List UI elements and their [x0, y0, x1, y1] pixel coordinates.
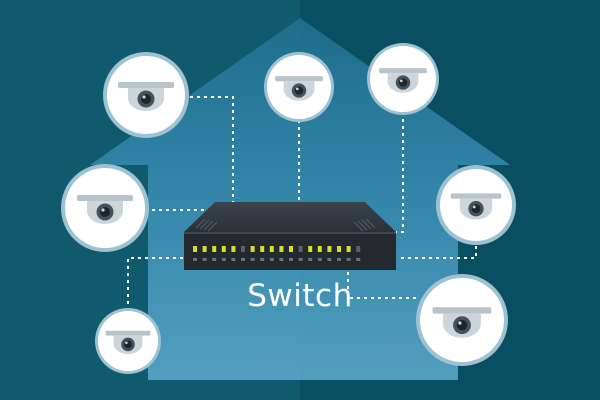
- port-led: [279, 246, 284, 252]
- port-led: [308, 246, 313, 252]
- camera-4: [61, 164, 149, 252]
- connection-camera-7: [347, 272, 418, 299]
- port-led: [231, 246, 236, 252]
- port-socket: [193, 258, 197, 261]
- port-led: [241, 246, 245, 252]
- port-led: [212, 246, 217, 252]
- port-led: [298, 246, 303, 252]
- connection-camera-1: [190, 96, 234, 202]
- port-led: [356, 246, 361, 252]
- port-socket: [260, 258, 265, 261]
- switch-vents: [195, 218, 376, 232]
- switch-top: [184, 202, 396, 232]
- port-socket: [212, 258, 217, 261]
- port-socket: [250, 258, 255, 261]
- port-led: [193, 246, 197, 252]
- port-socket: [202, 258, 207, 261]
- port-socket: [337, 258, 341, 261]
- port-socket: [269, 258, 274, 261]
- switch-label: Switch: [247, 278, 353, 314]
- camera-2: [264, 52, 334, 122]
- port-socket: [241, 258, 245, 261]
- camera-7: [416, 274, 508, 366]
- port-socket: [356, 258, 361, 261]
- port-socket: [308, 258, 313, 261]
- port-led: [221, 246, 226, 252]
- port-led: [260, 246, 265, 252]
- port-led: [346, 246, 351, 252]
- network-switch: [184, 202, 396, 270]
- port-led: [289, 246, 293, 252]
- connection-camera-6: [398, 246, 477, 259]
- port-led: [317, 246, 322, 252]
- port-socket: [298, 258, 303, 261]
- port-socket: [221, 258, 226, 261]
- port-socket: [346, 258, 351, 261]
- port-led: [250, 246, 255, 252]
- connection-camera-3: [396, 112, 404, 233]
- camera-3: [367, 43, 439, 115]
- port-socket: [317, 258, 322, 261]
- port-socket: [327, 258, 332, 261]
- port-leds: [193, 246, 361, 261]
- connection-camera-5: [127, 257, 183, 312]
- port-led: [337, 246, 341, 252]
- port-socket: [231, 258, 236, 261]
- port-socket: [279, 258, 284, 261]
- camera-5: [95, 308, 161, 374]
- port-led: [202, 246, 207, 252]
- port-led: [269, 246, 274, 252]
- connection-lines: [127, 96, 477, 312]
- port-led: [327, 246, 332, 252]
- camera-6: [436, 165, 516, 245]
- port-socket: [289, 258, 293, 261]
- camera-1: [103, 52, 189, 138]
